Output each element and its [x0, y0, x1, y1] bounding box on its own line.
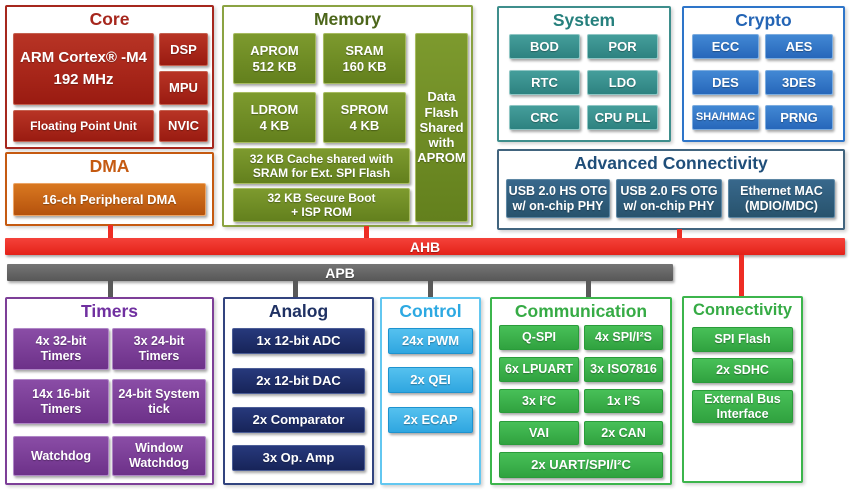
block-cache: 32 KB Cache shared with SRAM for Ext. SP… [233, 148, 410, 184]
block-can: 2x CAN [584, 421, 663, 445]
block-mpu: MPU [159, 71, 208, 105]
control-section: Control 24x PWM 2x QEI 2x ECAP [380, 297, 481, 485]
block-usb-fs-otg: USB 2.0 FS OTG w/ on-chip PHY [616, 179, 722, 218]
block-adc: 1x 12-bit ADC [232, 328, 365, 354]
connector-dma-to-ahb [108, 225, 113, 239]
timers-title: Timers [80, 301, 139, 321]
block-des: DES [692, 70, 759, 95]
analog-section: Analog 1x 12-bit ADC 2x 12-bit DAC 2x Co… [223, 297, 374, 485]
block-fpu: Floating Point Unit [13, 110, 154, 142]
block-usb-hs-otg: USB 2.0 HS OTG w/ on-chip PHY [506, 179, 610, 218]
block-iso7816: 3x ISO7816 [584, 357, 663, 382]
block-3des: 3DES [765, 70, 833, 95]
block-cpu-pll: CPU PLL [587, 105, 658, 130]
block-secure-boot-rom: 32 KB Secure Boot + ISP ROM [233, 188, 410, 222]
block-sha-hmac: SHA/HMAC [692, 105, 759, 130]
advanced-connectivity-title: Advanced Connectivity [574, 153, 768, 173]
block-lpuart: 6x LPUART [499, 357, 579, 382]
communication-title: Communication [514, 301, 648, 321]
block-peripheral-dma: 16-ch Peripheral DMA [13, 183, 206, 216]
advanced-connectivity-section: Advanced Connectivity USB 2.0 HS OTG w/ … [497, 149, 845, 230]
block-por: POR [587, 34, 658, 59]
communication-section: Communication Q-SPI 4x SPI/I²S 6x LPUART… [490, 297, 672, 485]
memory-title: Memory [313, 9, 382, 29]
block-prng: PRNG [765, 105, 833, 130]
connectivity-title: Connectivity [692, 301, 793, 319]
core-section: Core ARM Cortex® -M4 192 MHz DSP MPU Flo… [5, 5, 214, 149]
block-ecc: ECC [692, 34, 759, 59]
block-system-tick: 24-bit System tick [112, 379, 206, 424]
block-comparator: 2x Comparator [232, 407, 365, 433]
core-title: Core [89, 9, 130, 29]
system-section: System BOD POR RTC LDO CRC CPU PLL [497, 6, 671, 142]
block-vai: VAI [499, 421, 579, 445]
timers-section: Timers 4x 32-bit Timers 3x 24-bit Timers… [5, 297, 214, 485]
block-nvic: NVIC [159, 110, 208, 142]
apb-bus-bar: APB [7, 264, 673, 281]
block-arm-cortex-m4: ARM Cortex® -M4 192 MHz [13, 33, 154, 105]
ahb-bus-label: AHB [409, 238, 441, 255]
block-rtc: RTC [509, 70, 580, 95]
connector-apb-to-timers [108, 281, 113, 298]
connector-apb-to-communication [586, 281, 591, 298]
connector-memory-to-ahb [364, 226, 369, 239]
connector-advconn-to-ahb [677, 229, 682, 239]
block-sram: SRAM 160 KB [323, 33, 406, 84]
block-32bit-timers: 4x 32-bit Timers [13, 328, 109, 370]
dma-section: DMA 16-ch Peripheral DMA [5, 152, 214, 226]
crypto-section: Crypto ECC AES DES 3DES SHA/HMAC PRNG [682, 6, 845, 142]
block-24bit-timers: 3x 24-bit Timers [112, 328, 206, 370]
block-dac: 2x 12-bit DAC [232, 368, 365, 394]
block-uart-spi-i2c: 2x UART/SPI/I²C [499, 452, 663, 478]
block-sprom: SPROM 4 KB [323, 92, 406, 143]
connector-ahb-to-connectivity [739, 255, 744, 297]
block-qei: 2x QEI [388, 367, 473, 393]
block-pwm: 24x PWM [388, 328, 473, 354]
block-external-bus-interface: External Bus Interface [692, 390, 793, 423]
block-ecap: 2x ECAP [388, 407, 473, 433]
connector-apb-to-analog [293, 281, 298, 298]
connectivity-section: Connectivity SPI Flash 2x SDHC External … [682, 296, 803, 483]
block-bod: BOD [509, 34, 580, 59]
block-16bit-timers: 14x 16-bit Timers [13, 379, 109, 424]
block-qspi: Q-SPI [499, 325, 579, 350]
block-dsp: DSP [159, 33, 208, 66]
block-i2s: 1x I²S [584, 389, 663, 413]
block-spi-flash: SPI Flash [692, 327, 793, 352]
connector-apb-to-control [428, 281, 433, 298]
control-title: Control [399, 301, 462, 321]
block-watchdog: Watchdog [13, 436, 109, 476]
block-spi-i2s: 4x SPI/I²S [584, 325, 663, 350]
block-ldrom: LDROM 4 KB [233, 92, 316, 143]
analog-title: Analog [268, 301, 329, 321]
block-aes: AES [765, 34, 833, 59]
block-ethernet-mac: Ethernet MAC (MDIO/MDC) [728, 179, 835, 218]
block-op-amp: 3x Op. Amp [232, 445, 365, 471]
block-crc: CRC [509, 105, 580, 130]
block-data-flash: Data Flash Shared with APROM [415, 33, 468, 222]
block-sdhc: 2x SDHC [692, 358, 793, 383]
block-aprom: APROM 512 KB [233, 33, 316, 84]
block-window-watchdog: Window Watchdog [112, 436, 206, 476]
ahb-bus-bar: AHB [5, 238, 845, 255]
block-i2c: 3x I²C [499, 389, 579, 413]
dma-title: DMA [89, 156, 130, 176]
apb-bus-label: APB [325, 264, 355, 281]
system-title: System [552, 10, 616, 30]
memory-section: Memory APROM 512 KB SRAM 160 KB LDROM 4 … [222, 5, 473, 227]
crypto-title: Crypto [735, 10, 792, 30]
block-ldo: LDO [587, 70, 658, 95]
